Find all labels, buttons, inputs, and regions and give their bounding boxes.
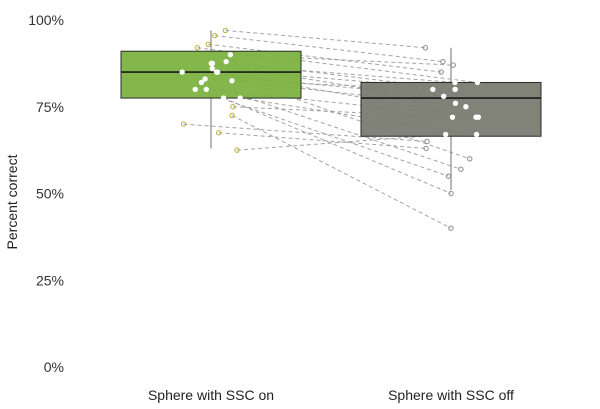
boxes [120, 30, 542, 191]
pair-line [211, 62, 456, 83]
data-point-ssc-on [179, 69, 185, 75]
y-axis-ticks: 100% 75% 50% 25% 0% [28, 12, 64, 375]
box [360, 81, 542, 137]
data-point-ssc-off [424, 138, 430, 145]
data-point-ssc-off [440, 58, 446, 65]
data-point-ssc-off [440, 93, 447, 100]
y-tick-label: 75% [36, 99, 64, 115]
data-point-ssc-on [209, 60, 216, 67]
data-point-ssc-off [452, 79, 458, 86]
data-point-ssc-off [448, 190, 454, 197]
data-point-ssc-on [234, 147, 240, 153]
data-point-ssc-on [205, 41, 211, 47]
pair-line [231, 114, 452, 229]
y-tick-label: 25% [36, 272, 64, 288]
data-point-ssc-on [194, 45, 201, 51]
data-point-ssc-on [192, 86, 198, 93]
data-point-ssc-off [422, 45, 429, 51]
data-point-ssc-on [180, 121, 187, 127]
data-point-ssc-off [445, 173, 452, 179]
data-points [179, 27, 482, 231]
data-point-ssc-off [463, 104, 469, 110]
data-point-ssc-on [209, 65, 216, 72]
data-point-ssc-on [212, 32, 218, 39]
data-point-ssc-on [237, 95, 243, 101]
y-tick-label: 0% [44, 359, 64, 375]
data-point-ssc-off [430, 86, 436, 93]
pair-line [197, 47, 478, 83]
data-point-ssc-on [220, 95, 227, 101]
data-point-ssc-off [458, 166, 464, 172]
data-point-ssc-on [229, 112, 235, 119]
box [120, 50, 302, 99]
data-point-ssc-on [198, 79, 205, 86]
data-point-ssc-off [449, 114, 456, 120]
y-tick-label: 100% [28, 12, 64, 28]
data-point-ssc-on [203, 86, 210, 93]
data-point-ssc-off [452, 100, 459, 106]
data-point-ssc-on [222, 27, 229, 34]
pair-line [214, 35, 443, 63]
data-point-ssc-on [223, 58, 229, 65]
y-tick-label: 50% [36, 186, 64, 202]
data-point-ssc-off [467, 156, 473, 162]
data-point-ssc-on [227, 52, 234, 58]
data-point-ssc-off [450, 62, 456, 68]
x-category-label: Sphere with SSC off [388, 387, 514, 403]
data-point-ssc-on [215, 130, 222, 136]
data-point-ssc-off [442, 131, 449, 138]
data-point-ssc-off [474, 79, 481, 86]
data-point-ssc-on [230, 104, 236, 110]
pair-line [225, 29, 426, 49]
data-point-ssc-off [438, 69, 444, 75]
data-point-ssc-off [475, 114, 482, 120]
y-axis-label: Percent correct [4, 154, 20, 249]
data-point-ssc-off [452, 86, 458, 93]
data-point-ssc-on [202, 76, 208, 82]
data-point-ssc-off [423, 145, 429, 152]
data-point-ssc-off [448, 225, 454, 231]
data-point-ssc-on [214, 69, 221, 75]
data-point-ssc-on [229, 78, 235, 84]
x-category-label: Sphere with SSC on [148, 387, 274, 403]
pair-line [223, 97, 452, 194]
data-point-ssc-off [473, 131, 480, 138]
